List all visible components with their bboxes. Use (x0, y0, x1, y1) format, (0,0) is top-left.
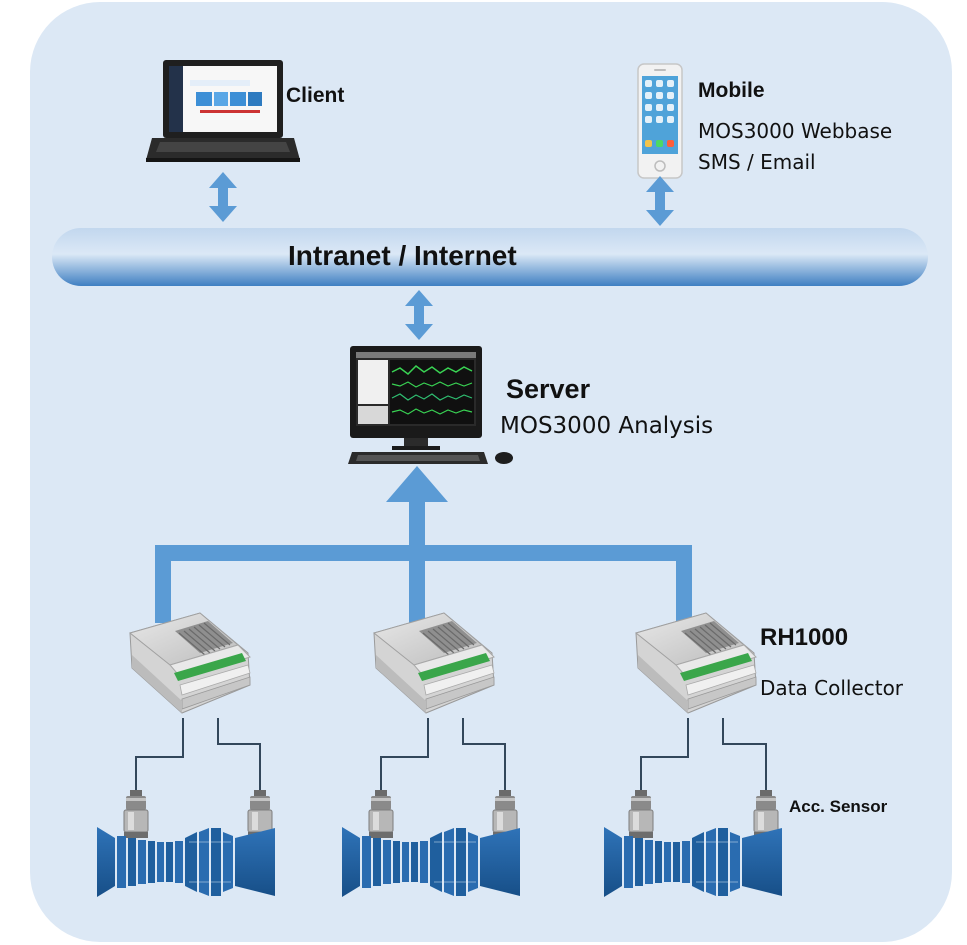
server-computer-icon (348, 346, 513, 464)
turbine-3 (603, 826, 783, 898)
data-collector-3 (635, 612, 757, 714)
mobile-network-arrow (646, 176, 674, 226)
collector-subtitle: Data Collector (760, 676, 904, 700)
network-bar (52, 228, 928, 286)
mobile-webbase-label: MOS3000 Webbase (698, 119, 893, 143)
data-collector-1 (129, 612, 251, 714)
client-network-arrow (209, 172, 237, 222)
server-label: Server (506, 374, 591, 404)
turbine-1 (96, 826, 276, 898)
mobile-label: Mobile (698, 79, 765, 102)
network-server-arrow (405, 290, 433, 340)
mobile-sms-email-label: SMS / Email (698, 150, 816, 174)
server-subtitle: MOS3000 Analysis (500, 413, 714, 439)
acc-sensor-2a (368, 789, 394, 839)
collector-bus (155, 466, 692, 623)
client-label: Client (286, 84, 345, 107)
turbine-2 (341, 826, 521, 898)
acc-sensor-3a (628, 789, 654, 839)
laptop-icon (146, 60, 300, 162)
data-collector-2 (373, 612, 495, 714)
network-label: Intranet / Internet (288, 240, 517, 271)
sensor-label: Acc. Sensor (789, 797, 888, 816)
collector-label: RH1000 (760, 624, 849, 651)
acc-sensor-1a (123, 789, 149, 839)
sensor-cables (135, 718, 767, 790)
smartphone-icon (637, 63, 683, 179)
